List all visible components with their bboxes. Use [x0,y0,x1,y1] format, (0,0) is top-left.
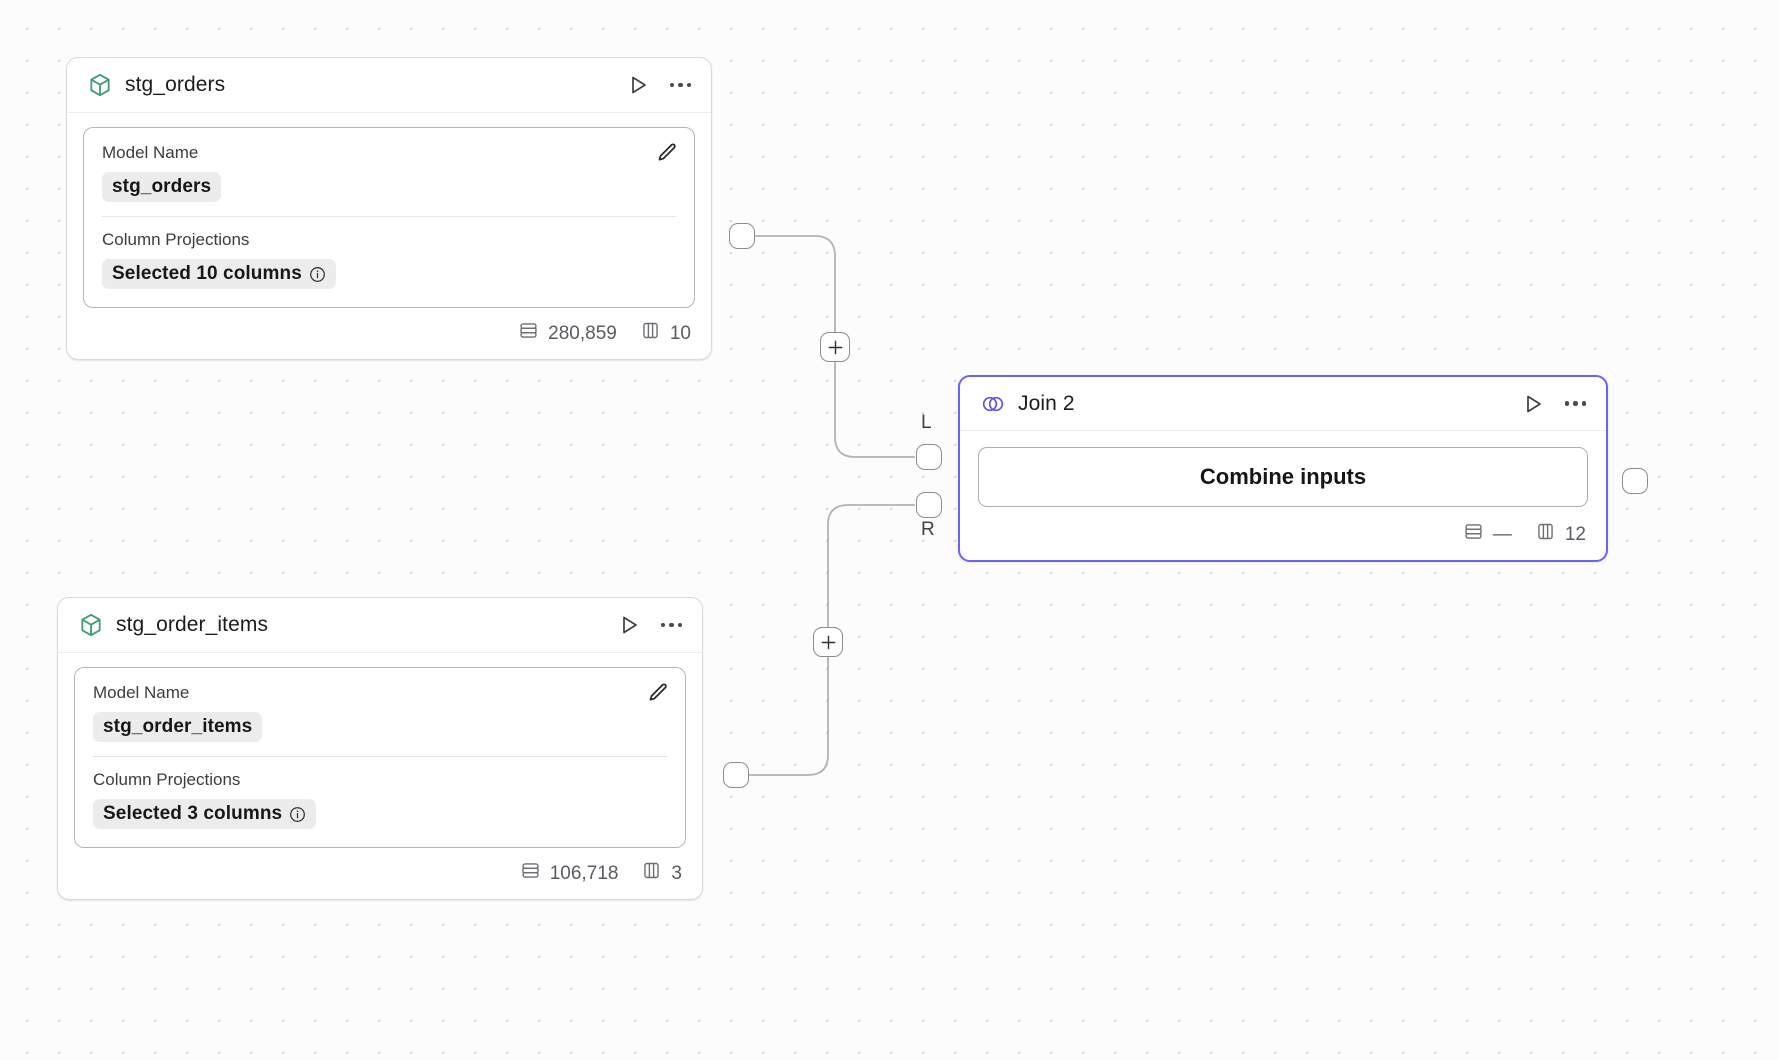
add-node-button-upper[interactable] [820,332,850,362]
panel-divider [93,756,667,758]
node-header: stg_order_items [58,598,702,653]
more-options-icon[interactable] [659,619,685,632]
column-projections-value[interactable]: Selected 10 columns [102,259,336,290]
output-port-stg-orders[interactable] [729,223,755,249]
columns-icon [640,320,661,347]
node-stg-order-items[interactable]: stg_order_items Model Name stg_order_ite… [57,597,703,901]
venn-icon [980,391,1006,417]
info-icon[interactable] [309,266,326,283]
panel-divider [102,216,676,218]
model-name-label: Model Name [102,143,199,162]
column-count-value: 10 [669,322,691,344]
node-title: Join 2 [1018,391,1075,415]
rows-icon [1463,521,1484,548]
column-projections-text: Selected 10 columns [112,263,302,285]
model-config-panel: Model Name stg_orders Column Projections… [83,127,695,309]
run-icon[interactable] [617,613,641,637]
cube-icon [78,612,104,638]
node-body: Model Name stg_order_items Column Projec… [58,653,702,849]
node-header: Join 2 [960,377,1606,431]
node-title: stg_order_items [116,613,269,636]
input-port-join-left[interactable] [916,444,942,470]
run-icon[interactable] [1521,392,1545,416]
column-projections-text: Selected 3 columns [103,803,283,825]
column-count-value: 12 [1564,523,1586,545]
node-body: Combine inputs [960,431,1606,507]
node-join-2[interactable]: Join 2 Combine inputs [958,375,1608,562]
rows-icon [518,320,539,347]
model-name-value[interactable]: stg_order_items [93,712,263,743]
row-count-stat: — [1463,521,1512,548]
column-count-stat: 10 [640,320,691,347]
column-count-value: 3 [671,862,682,884]
model-name-value[interactable]: stg_orders [102,172,222,203]
rows-icon [520,860,541,887]
column-count-stat: 12 [1535,521,1586,548]
row-count-value: 106,718 [549,862,619,884]
output-port-join-2[interactable] [1622,468,1648,494]
node-stg-orders[interactable]: stg_orders Model Name stg_orders [66,57,712,361]
run-icon[interactable] [626,73,650,97]
model-name-text: stg_orders [112,176,212,198]
edit-pencil-icon[interactable] [654,140,680,166]
column-count-stat: 3 [641,860,682,887]
columns-icon [1535,521,1556,548]
input-port-label-left: L [921,412,932,433]
model-name-label: Model Name [93,683,190,702]
more-options-icon[interactable] [668,79,694,92]
output-port-stg-order-items[interactable] [723,762,749,788]
node-title: stg_orders [125,73,226,96]
row-count-value: 280,859 [548,322,617,344]
edit-pencil-icon[interactable] [645,680,671,706]
combine-inputs-button[interactable]: Combine inputs [978,447,1588,507]
cube-icon [87,72,113,98]
input-port-label-right: R [921,519,935,540]
node-footer: 106,718 3 [58,848,702,899]
column-projections-label: Column Projections [102,230,250,250]
model-name-text: stg_order_items [103,716,253,738]
column-projections-value[interactable]: Selected 3 columns [93,799,317,830]
column-projections-label: Column Projections [93,770,241,790]
row-count-stat: 280,859 [518,320,617,347]
row-count-stat: 106,718 [520,860,619,887]
columns-icon [641,860,662,887]
node-header: stg_orders [67,58,711,113]
add-node-button-lower[interactable] [813,627,843,657]
more-options-icon[interactable] [1563,397,1589,410]
row-count-value: — [1492,523,1512,545]
combine-inputs-label: Combine inputs [1199,464,1367,489]
node-body: Model Name stg_orders Column Projections… [67,113,711,309]
node-footer: — 12 [960,507,1606,560]
node-footer: 280,859 10 [67,308,711,359]
model-config-panel: Model Name stg_order_items Column Projec… [74,667,686,849]
info-icon[interactable] [289,806,306,823]
input-port-join-right[interactable] [916,492,942,518]
